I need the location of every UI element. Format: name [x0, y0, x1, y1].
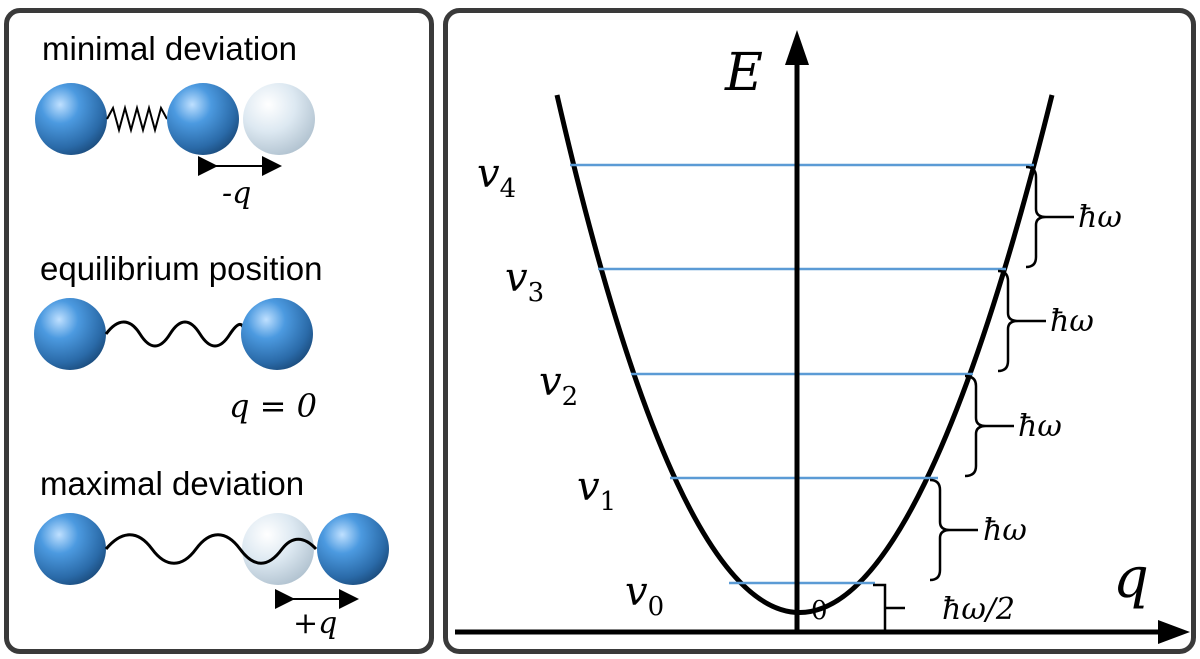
energy-panel	[443, 8, 1196, 654]
brace-v1-v2	[964, 374, 987, 478]
level-label-v1: v1	[577, 464, 616, 517]
atom-ghost	[243, 83, 315, 155]
level-label-v4: v4	[477, 151, 516, 204]
atom-left	[34, 513, 106, 585]
displacement-label: -q	[222, 176, 251, 211]
spring-rest	[104, 320, 246, 348]
atom-left	[34, 298, 106, 370]
atom-right	[317, 513, 389, 585]
brace-zero-point	[873, 583, 905, 632]
displacement-label: +q	[293, 606, 337, 641]
spring-stretched	[104, 533, 318, 565]
equilibrium-position-title: equilibrium position	[40, 250, 323, 287]
energy-axis-arrowhead	[785, 30, 809, 65]
maximal-deviation-title: maximal deviation	[40, 465, 305, 502]
minimal-deviation-title: minimal deviation	[42, 30, 297, 67]
level-label-v0: v0	[625, 569, 664, 622]
equilibrium-molecule: q = 0	[34, 298, 317, 425]
atom-left	[35, 83, 107, 155]
spacing-label-v2: ħω	[1018, 409, 1062, 444]
atom-right	[167, 83, 239, 155]
minimal-deviation-molecule: -q	[35, 83, 315, 211]
origin-label: 0	[811, 596, 828, 626]
level-labels: v0 v1 v2 v3 v4	[477, 151, 664, 622]
level-label-v2: v2	[539, 359, 578, 412]
atom-right	[241, 298, 313, 370]
brace-v0-v1	[929, 478, 951, 582]
atom-ghost	[242, 513, 314, 585]
energy-axis-label: E	[724, 43, 763, 103]
q-axis-arrowhead	[1158, 620, 1190, 644]
spacing-label-v4: ħω	[1078, 200, 1122, 235]
energy-levels	[570, 163, 1034, 585]
level-label-v3: v3	[505, 255, 544, 308]
q-axis-label: q	[1113, 546, 1149, 611]
spacing-braces	[873, 165, 1074, 632]
spring-compressed	[106, 104, 168, 134]
potential-parabola	[554, 94, 1055, 615]
spacing-label-v3: ħω	[1050, 304, 1094, 339]
spacing-labels: ħω/2 ħω ħω ħω ħω	[942, 200, 1122, 627]
spacing-label-v1: ħω	[983, 513, 1027, 548]
spacing-label-zero-point: ħω/2	[942, 592, 1015, 627]
equilibrium-label: q = 0	[229, 387, 317, 425]
maximal-deviation-molecule: +q	[34, 513, 389, 641]
